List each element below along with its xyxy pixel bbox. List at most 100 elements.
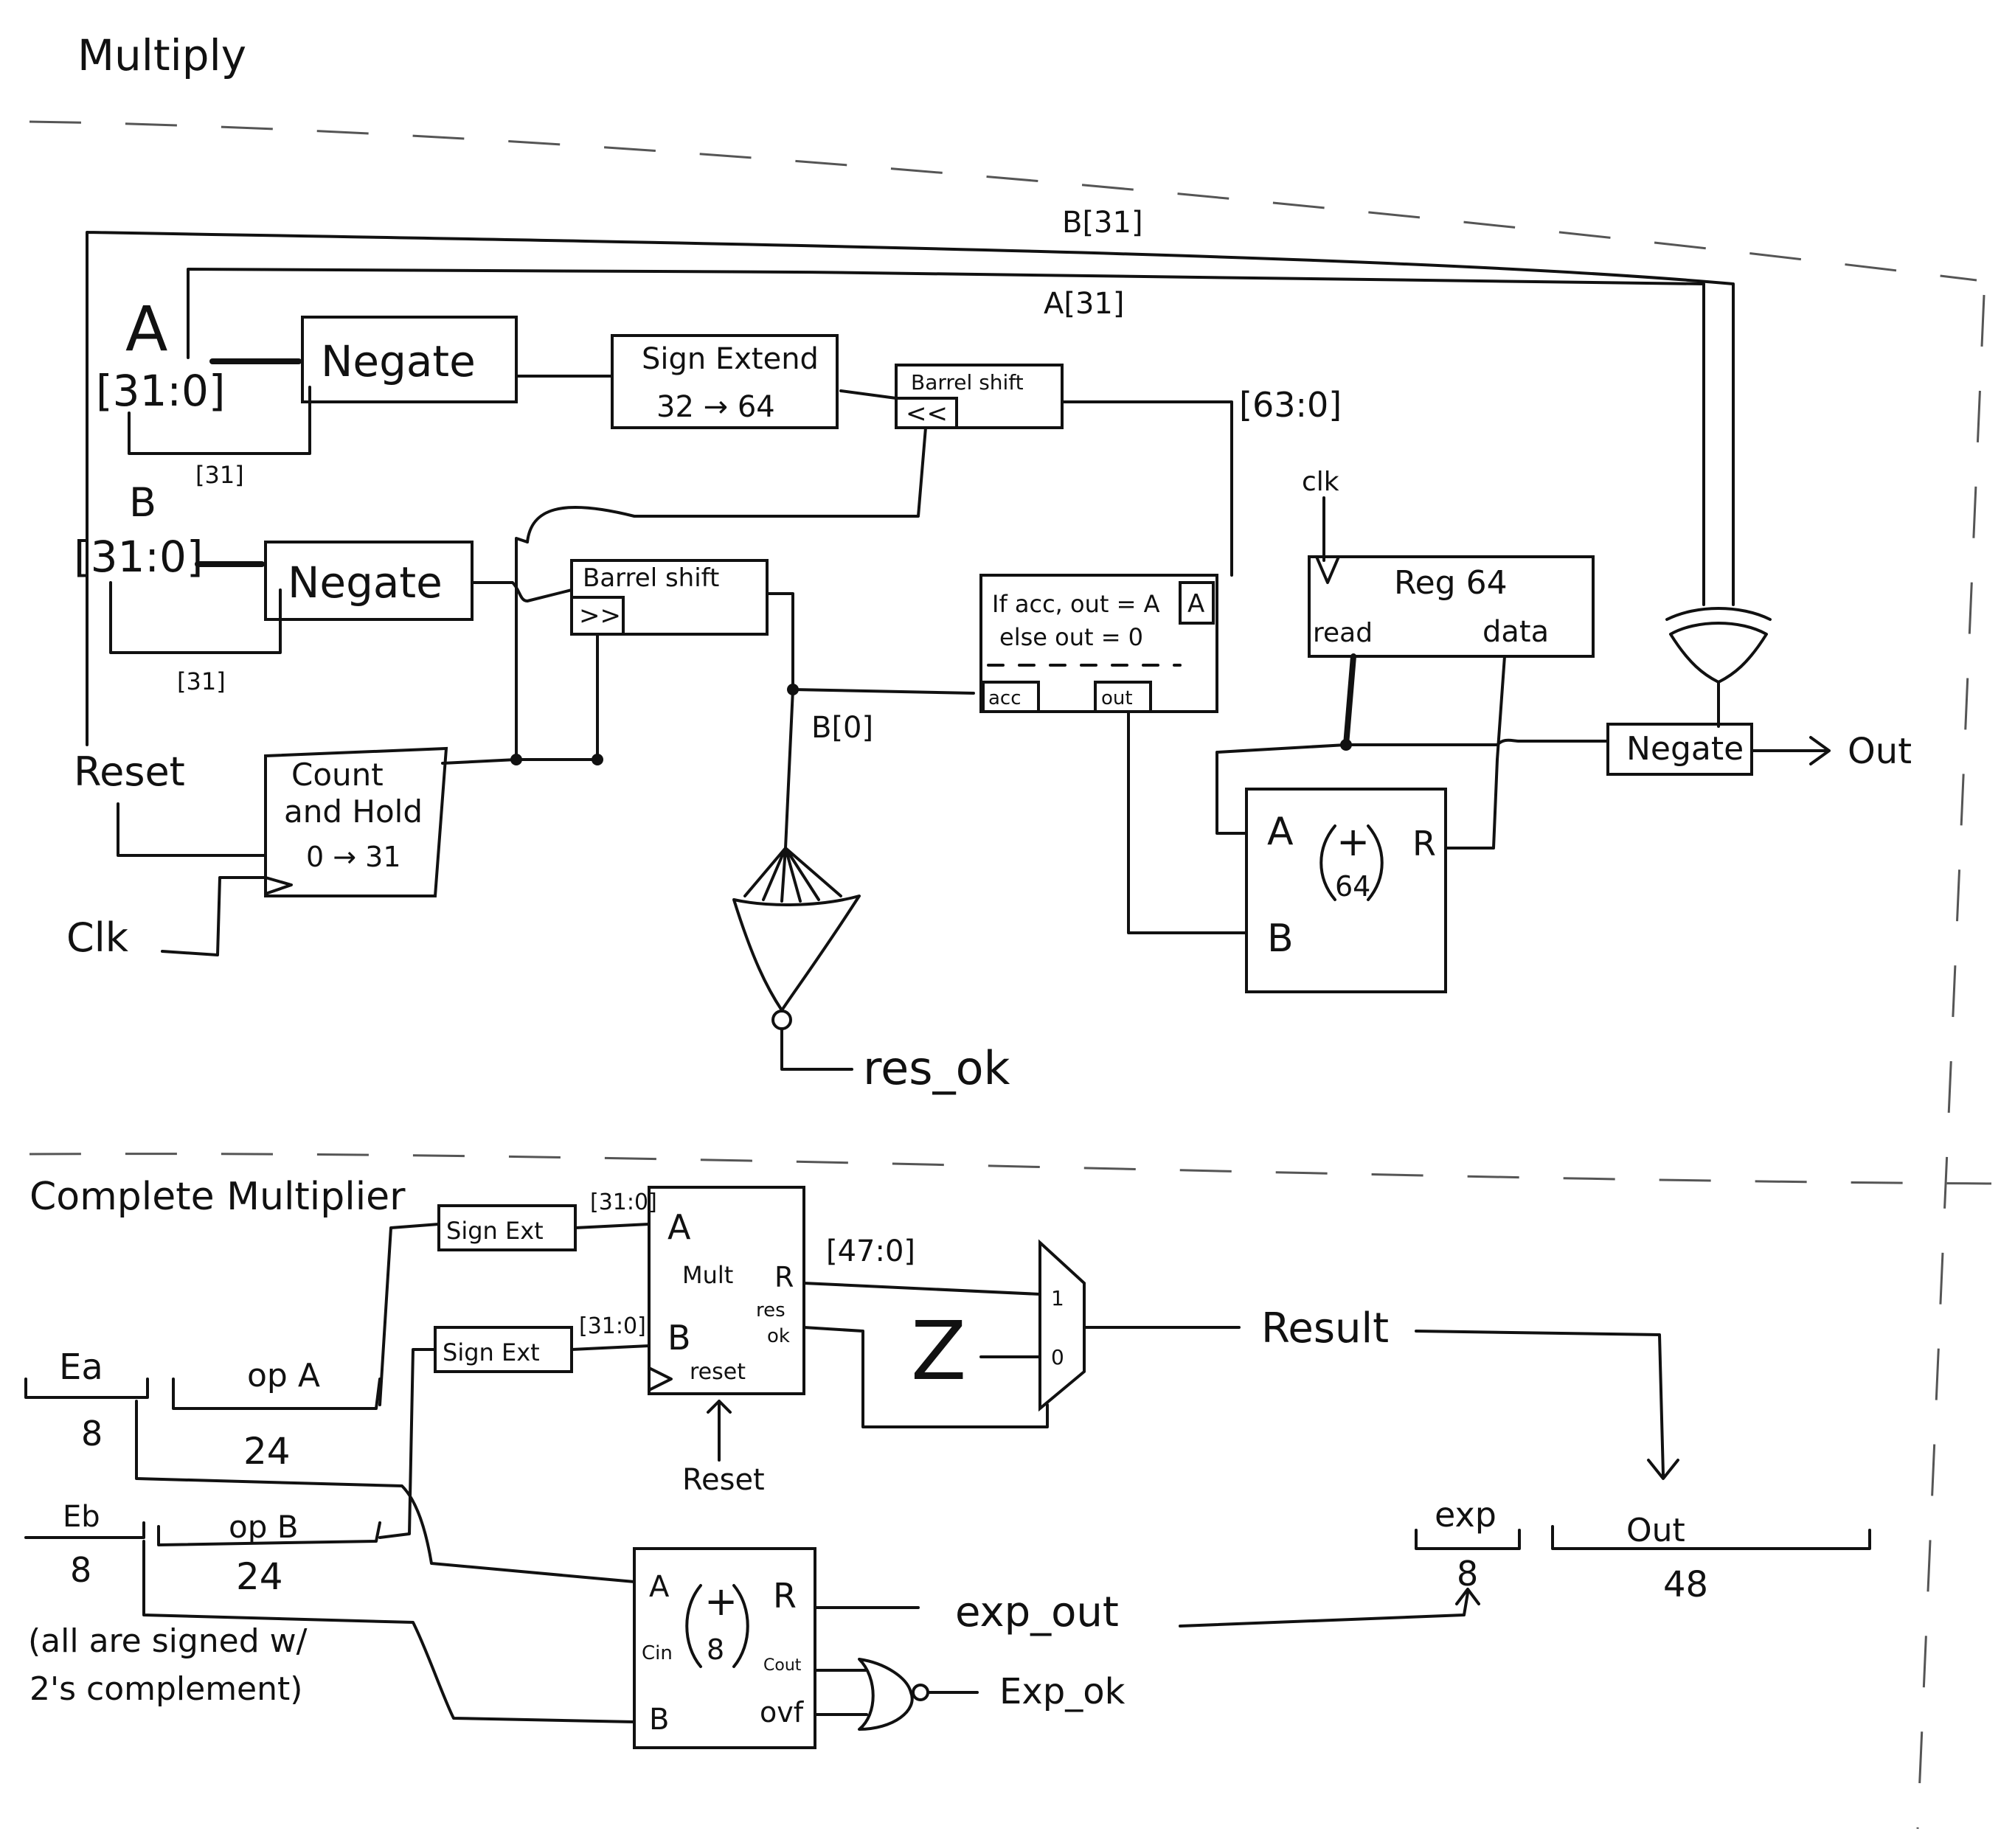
result-mux-in-0: 0: [1051, 1345, 1064, 1369]
acc-mux-line-1: If acc, out = A: [992, 590, 1160, 618]
b31-tap-label: [31]: [177, 667, 226, 695]
opb-label: op B: [229, 1509, 299, 1545]
counter-to-barrel-left-wire: [515, 537, 529, 761]
exp-adder-cin-pin: Cin: [642, 1642, 673, 1664]
mult-reset-pin: reset: [690, 1359, 746, 1385]
counter-block: [264, 746, 448, 897]
z-constant: Z: [911, 1304, 966, 1398]
a31-feedback-wire: [187, 268, 1705, 606]
signext-b-bits: [31:0]: [579, 1313, 646, 1339]
adder64-paren-left: [1319, 824, 1336, 901]
adder64-b-pin: B: [1267, 917, 1294, 961]
negate-to-out-wire: [1750, 736, 1831, 765]
mult-r-pin: R: [774, 1261, 794, 1293]
barrel-left-op: <<: [906, 399, 948, 428]
barrel-shift-left-block: [895, 364, 1064, 429]
mult-resok-pin-2: ok: [767, 1325, 790, 1347]
b0-to-mux-wire: [791, 688, 975, 695]
result-to-out-wire: [1415, 1330, 1679, 1480]
reg64-data-pin: data: [1482, 615, 1549, 649]
adder64-paren-right: [1367, 824, 1384, 901]
a31-wire-label: A[31]: [1044, 287, 1124, 321]
bus-63-0-label: [63:0]: [1239, 385, 1342, 425]
signed-note-line-2: 2's complement): [30, 1670, 302, 1708]
result-label: Result: [1261, 1305, 1389, 1352]
a-input-bits: [31:0]: [96, 366, 226, 416]
exp-ok-nor-bubble: [912, 1684, 929, 1701]
exp-adder-r-pin: R: [773, 1576, 797, 1616]
signext-a-to-mult-wire: [574, 1223, 651, 1229]
exp-adder-plus: +: [704, 1578, 738, 1625]
reg64-clock-marker: [1315, 555, 1340, 584]
opa-bracket: [172, 1378, 381, 1410]
negate-a-block: [301, 316, 518, 403]
result-mux: [1038, 1239, 1086, 1412]
exp-field-label: exp: [1435, 1495, 1496, 1535]
clk-label-small: clk: [1302, 467, 1339, 497]
complete-multiplier-title: Complete Multiplier: [30, 1175, 406, 1219]
out-field-label: Out: [1626, 1512, 1685, 1549]
b0-label: B[0]: [811, 711, 873, 745]
b31-feedback-wire: [86, 231, 1735, 746]
reduction-nor-fanin-wires: [743, 847, 842, 903]
reset-label-top: Reset: [74, 748, 185, 795]
sign-extend-label-1: Sign Extend: [642, 342, 819, 376]
exp-adder-a-pin: A: [649, 1570, 670, 1604]
b-input-label: B: [129, 479, 156, 526]
sign-xor-extra-arc: [1665, 607, 1772, 621]
mult-a-pin: A: [667, 1207, 691, 1247]
negate-b-block: [264, 541, 474, 621]
clk-to-counter-wire: [161, 876, 267, 956]
signed-note-line-1: (all are signed w/: [28, 1622, 308, 1660]
exp-field-bracket: [1415, 1529, 1521, 1550]
eb-to-exp-adder-wire: [142, 1540, 636, 1723]
a-input-label: A: [125, 293, 167, 365]
clk-label-top: Clk: [66, 914, 129, 961]
counter-label-2: and Hold: [284, 793, 423, 830]
reg-to-negate-wire: [1345, 738, 1609, 746]
result-mux-in-1: 1: [1051, 1286, 1064, 1310]
negate-b-label: Negate: [288, 557, 443, 608]
a-sign-tap-wire: [128, 386, 311, 455]
opb-width: 24: [236, 1555, 283, 1598]
barrel-shift-left-label: Barrel shift: [911, 370, 1024, 395]
reset-label-bottom: Reset: [682, 1463, 765, 1497]
b31-wire-label: B[31]: [1062, 206, 1143, 240]
ea-bracket: [24, 1378, 149, 1399]
barrel-right-output-wire: [766, 592, 794, 850]
eb-bracket: [24, 1521, 145, 1539]
exp-out-label: exp_out: [955, 1588, 1119, 1636]
acc-mux-line-2: else out = 0: [999, 623, 1143, 651]
signext-a-bits: [31:0]: [590, 1189, 657, 1215]
acc-mux-out-label: out: [1101, 687, 1133, 709]
ea-to-exp-adder-wire: [135, 1400, 636, 1583]
opb-bracket: [157, 1521, 381, 1546]
res-ok-label: res_ok: [863, 1041, 1010, 1095]
exp-adder-block: [633, 1547, 816, 1749]
right-margin-line: [1916, 294, 1985, 1830]
adder64-a-pin: A: [1267, 810, 1294, 854]
out-label-top: Out: [1848, 731, 1912, 772]
mult-b-pin: B: [667, 1318, 691, 1358]
acc-mux-out-pin: [1094, 681, 1152, 713]
exp-ok-nor-gate: [858, 1658, 914, 1731]
acc-mux-to-adder-b-wire: [1127, 710, 1248, 934]
sign-extend-label-2: 32 → 64: [656, 390, 775, 424]
barrel-left-output-wire: [1061, 400, 1233, 577]
b-sign-tap-wire: [109, 581, 282, 654]
exp-field-width: 8: [1457, 1554, 1478, 1594]
exp-adder-ovf-pin: ovf: [760, 1696, 805, 1729]
adder-feedback-wire: [1215, 743, 1348, 835]
counter-junction-dot-2: [592, 754, 603, 765]
out-field-width: 48: [1663, 1564, 1708, 1605]
negate-a-label: Negate: [321, 336, 476, 386]
adder64-width: 64: [1335, 870, 1370, 903]
exp-adder-paren-right: [732, 1584, 749, 1668]
adder-r-to-reg-wire: [1444, 758, 1499, 850]
sign-xor-gate: [1669, 622, 1768, 684]
signext-b-to-mult-wire: [570, 1344, 651, 1351]
sign-ext-b-label: Sign Ext: [443, 1338, 540, 1366]
acc-mux-acc-pin: [982, 681, 1040, 713]
counter-output-wire: [441, 633, 599, 765]
counter-label-1: Count: [291, 757, 384, 793]
